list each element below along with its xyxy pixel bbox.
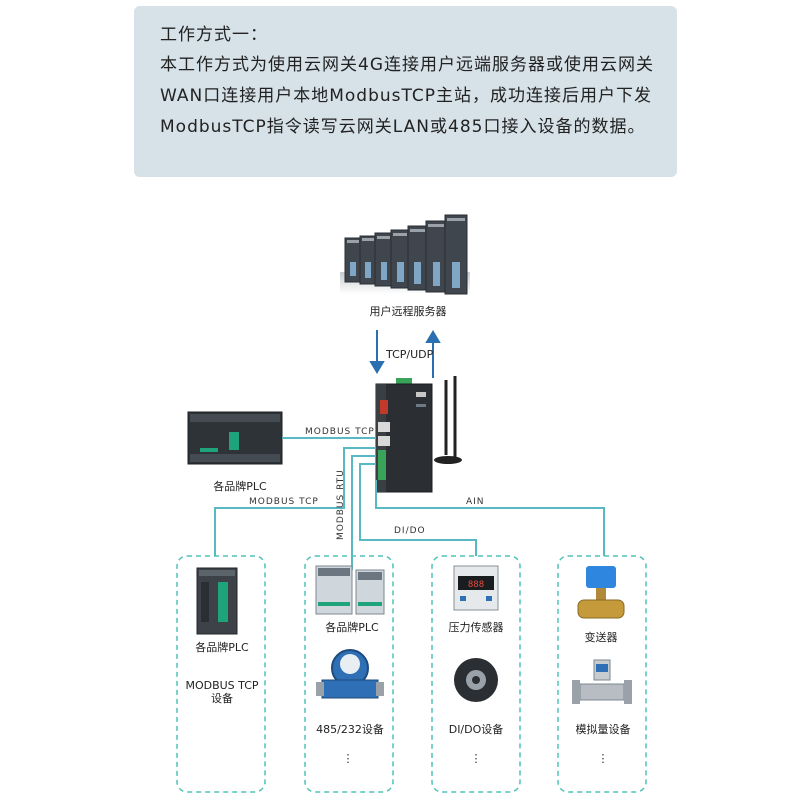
transmitter-icon bbox=[577, 566, 625, 619]
server-label: 用户远程服务器 bbox=[370, 304, 447, 318]
gateway-device-icon bbox=[375, 376, 462, 493]
plc-top-label: 各品牌PLC bbox=[213, 479, 267, 493]
server-rack-icon bbox=[340, 214, 470, 295]
tcp-udp-label: TCP/UDP bbox=[385, 348, 434, 361]
tcp-udp-arrows bbox=[369, 330, 441, 378]
group3-item2-label: DI/DO设备 bbox=[449, 722, 504, 736]
group1-item1-label: 各品牌PLC bbox=[195, 640, 249, 654]
group1-item2-label-line2: 设备 bbox=[211, 691, 233, 705]
group2-more-dots: ⋮ bbox=[343, 752, 354, 765]
group2-item1-label: 各品牌PLC bbox=[325, 620, 379, 634]
connection-lines bbox=[214, 437, 605, 570]
link-di-do: DI/DO bbox=[394, 526, 426, 536]
group1-item2-label-line1: MODBUS TCP bbox=[185, 679, 258, 692]
description-title: 工作方式一： bbox=[160, 25, 268, 45]
link-modbus-rtu: MODBUS RTU bbox=[336, 469, 346, 540]
group1-plc-icon bbox=[196, 567, 238, 635]
group4-more-dots: ⋮ bbox=[598, 752, 609, 765]
device-group-boxes bbox=[176, 555, 647, 793]
group2-item2-label: 485/232设备 bbox=[316, 722, 384, 736]
group2-plc-icon bbox=[315, 565, 385, 615]
description-box: 工作方式一： 本工作方式为使用云网关4G连接用户远端服务器或使用云网关WAN口连… bbox=[134, 6, 677, 177]
group3-item1-label: 压力传感器 bbox=[449, 621, 504, 634]
svg-text:888: 888 bbox=[468, 580, 484, 590]
flow-meter-icon bbox=[316, 649, 384, 699]
group4-item2-label: 模拟量设备 bbox=[576, 722, 631, 736]
link-modbus-tcp-left: MODBUS TCP bbox=[249, 497, 319, 507]
group3-more-dots: ⋮ bbox=[471, 752, 482, 765]
group4-item1-label: 变送器 bbox=[585, 630, 618, 644]
analog-flowmeter-icon bbox=[572, 659, 632, 704]
link-modbus-tcp-top: MODBUS TCP bbox=[305, 427, 375, 437]
link-ain: AIN bbox=[466, 497, 485, 507]
plc-top-icon bbox=[187, 411, 283, 465]
pressure-sensor-icon: 888 bbox=[453, 565, 499, 611]
description-body: 本工作方式为使用云网关4G连接用户远端服务器或使用云网关WAN口连接用户本地Mo… bbox=[160, 55, 654, 137]
di-do-device-icon bbox=[454, 658, 498, 702]
